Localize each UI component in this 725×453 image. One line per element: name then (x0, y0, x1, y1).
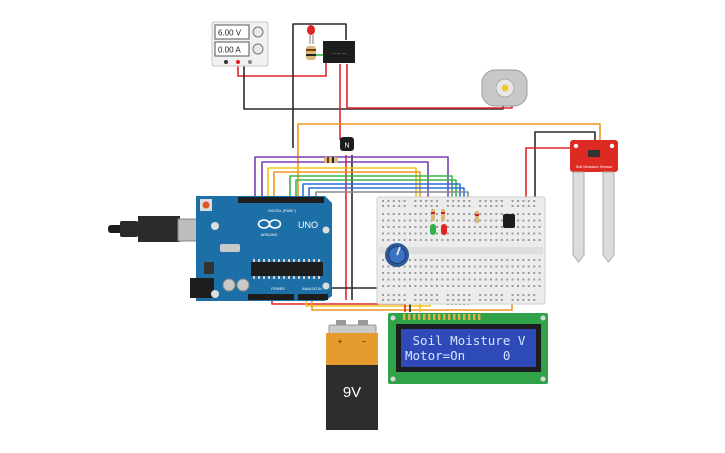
wire-sensor-black (534, 131, 596, 205)
wire-supply-red (237, 60, 327, 77)
battery-plus: + (338, 337, 343, 346)
lcd-line-1: Soil Moisture V (405, 333, 526, 348)
terminal-black-icon (224, 60, 228, 64)
current-knob-icon[interactable] (252, 43, 264, 55)
motor-shaft-icon (501, 84, 509, 92)
sensor-label: Soil Moisture Sensor (576, 164, 614, 169)
led-red-bb[interactable] (441, 224, 447, 235)
potentiometer-knob-icon[interactable] (396, 246, 401, 256)
capacitor-icon (222, 278, 236, 292)
lcd-display[interactable]: Soil Moisture V Motor=On 0 (388, 313, 548, 384)
wire-relay-black-up (292, 23, 347, 148)
sensor-probe-right (602, 171, 615, 263)
voltage-knob-icon[interactable] (252, 26, 264, 38)
power-jack (190, 278, 214, 298)
led-red-top[interactable] (307, 25, 315, 44)
transistor[interactable]: N (340, 137, 354, 151)
power-label: POWER (271, 287, 285, 291)
transistor-label: N (344, 143, 349, 150)
analog-label: ANALOG IN (302, 287, 322, 291)
arduino-model-label: ARDUINO (261, 233, 278, 237)
terminal-gray-icon (248, 60, 252, 64)
resistor-bb-1[interactable] (431, 209, 435, 221)
lcd-pins (403, 314, 481, 320)
uno-label: UNO (298, 220, 318, 230)
power-supply-current: 0.00 A (218, 46, 241, 55)
arduino-logo-icon (257, 219, 282, 229)
wire-supply-black (243, 62, 504, 110)
lcd-screen (401, 329, 536, 367)
digital-header (238, 197, 324, 203)
resistor-bb-3[interactable] (475, 211, 479, 223)
capacitor-icon (236, 278, 250, 292)
battery-minus: − (362, 337, 367, 346)
sensor-probe-left (572, 171, 585, 263)
breadboard-holes (382, 200, 541, 301)
microcontroller-chip (251, 262, 323, 276)
battery-9v[interactable]: + − 9V (326, 320, 378, 430)
resistor-top[interactable] (306, 46, 316, 60)
led-green-bb[interactable] (430, 224, 436, 235)
power-supply[interactable]: 6.00 V 0.00 A (211, 21, 269, 67)
analog-header (298, 294, 328, 300)
terminal-red-icon (236, 60, 240, 64)
digital-label: DIGITAL (PWM~) (268, 209, 296, 213)
chip-pins (253, 259, 320, 279)
lcd-line-2: Motor=On 0 (405, 348, 510, 363)
resistor-bb-2[interactable] (441, 209, 445, 221)
soil-moisture-sensor[interactable]: Soil Moisture Sensor (570, 140, 618, 263)
power-header (248, 294, 294, 300)
svg-text:— — —: — — — (332, 50, 346, 55)
relay[interactable]: — — — (323, 41, 355, 63)
potentiometer[interactable] (385, 243, 409, 267)
dc-motor[interactable] (481, 69, 528, 107)
power-supply-voltage: 6.00 V (218, 29, 242, 38)
tmp-sensor[interactable] (503, 214, 515, 228)
resistor-mid[interactable] (324, 157, 338, 163)
arduino-uno[interactable]: DIGITAL (PWM~) POWER ANALOG IN UNO ARDUI… (108, 196, 332, 301)
battery-label: 9V (343, 384, 361, 401)
